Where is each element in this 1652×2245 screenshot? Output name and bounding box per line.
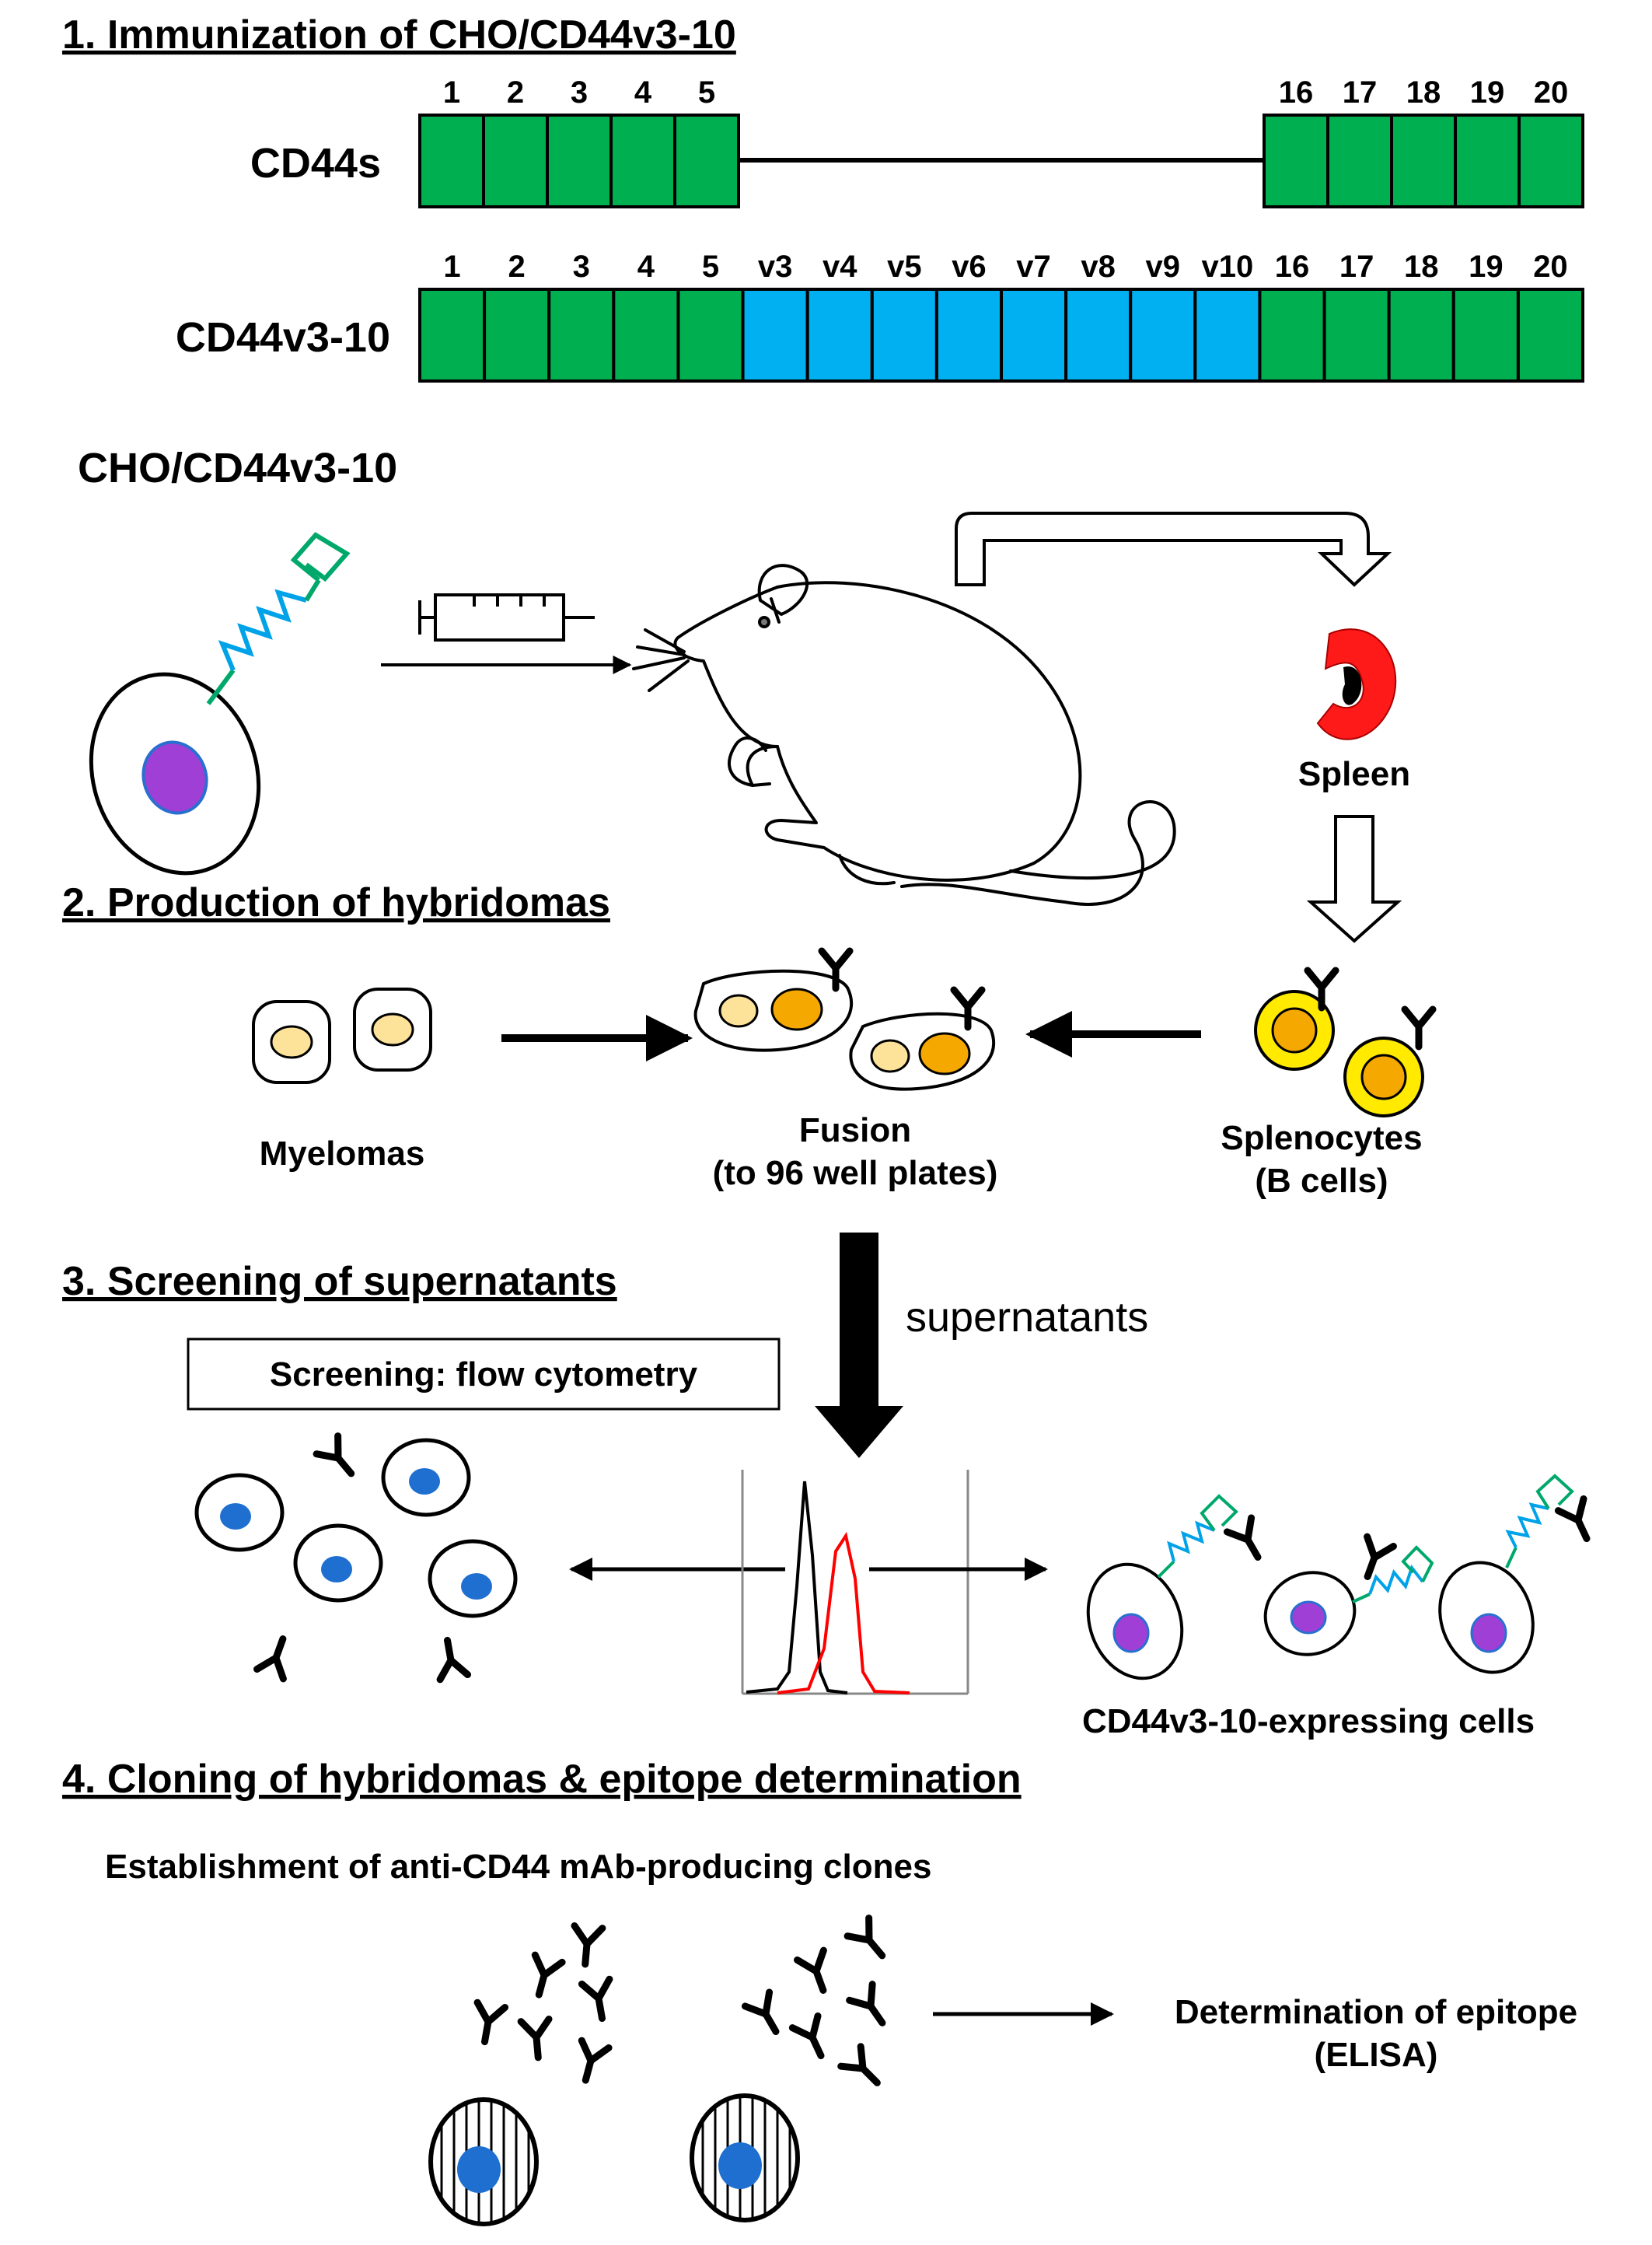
fusion-label-1: Fusion bbox=[799, 1111, 911, 1149]
supernatant-arrow bbox=[815, 1233, 903, 1458]
exon-box-16 bbox=[1263, 114, 1329, 208]
splenocytes-label-1: Splenocytes bbox=[1221, 1119, 1422, 1157]
syringe-icon bbox=[418, 593, 595, 642]
exon-box-v5 bbox=[870, 288, 938, 383]
exon-box-20 bbox=[1518, 114, 1584, 208]
exon-box-5 bbox=[673, 114, 740, 208]
exon-box-v6 bbox=[934, 288, 1004, 383]
exon-label-v7: v7 bbox=[1016, 250, 1051, 284]
exon-label-v6: v6 bbox=[952, 250, 987, 284]
epitope-label-2: (ELISA) bbox=[1315, 2036, 1438, 2074]
splenocyte-cells bbox=[1254, 970, 1433, 1117]
establishment-label: Establishment of anti-CD44 mAb-producing… bbox=[105, 1848, 931, 1886]
exon-box-1 bbox=[418, 114, 485, 208]
glycan-icon bbox=[290, 532, 351, 582]
fusion-label-2: (to 96 well plates) bbox=[713, 1154, 998, 1192]
exon-label-1: 1 bbox=[443, 75, 460, 110]
exon-label-3: 3 bbox=[571, 75, 588, 110]
exon-label-20: 20 bbox=[1534, 75, 1569, 110]
exon-box-v9 bbox=[1129, 288, 1197, 383]
exon-box-18 bbox=[1390, 114, 1457, 208]
exon-label-17: 17 bbox=[1343, 75, 1378, 110]
exon-box-17 bbox=[1326, 114, 1393, 208]
exon-label-16: 16 bbox=[1279, 75, 1314, 110]
hybridoma-clones bbox=[428, 1918, 894, 2226]
exon-box-2 bbox=[483, 288, 551, 383]
exon-box-18 bbox=[1387, 288, 1455, 383]
exon-label-2: 2 bbox=[507, 75, 524, 110]
exon-box-20 bbox=[1516, 288, 1585, 383]
cd44-zigzag bbox=[218, 589, 307, 672]
exon-label-4: 4 bbox=[637, 250, 655, 284]
exon-label-1: 1 bbox=[443, 250, 460, 284]
exon-label-v4: v4 bbox=[823, 250, 857, 284]
screening-box bbox=[187, 1338, 781, 1411]
exon-label-18: 18 bbox=[1404, 250, 1439, 284]
spleen-label: Spleen bbox=[1298, 755, 1410, 793]
expressing-cells-label: CD44v3-10-expressing cells bbox=[1082, 1702, 1535, 1740]
section-4-heading: 4. Cloning of hybridomas & epitope deter… bbox=[62, 1757, 1022, 1802]
exon-label-v8: v8 bbox=[1081, 250, 1116, 284]
section-1-heading: 1. Immunization of CHO/CD44v3-10 bbox=[62, 12, 736, 58]
exon-label-16: 16 bbox=[1275, 250, 1310, 284]
epitope-label-1: Determination of epitope bbox=[1175, 1993, 1577, 2031]
cd44v3-10-exon-row: 1 2 3 4 5 v3 v4 v5 v6 v7 v8 v9 v10 16 17 18 19 20 bbox=[418, 250, 1585, 383]
exon-label-v3: v3 bbox=[758, 250, 793, 284]
expressing-cells bbox=[1086, 1474, 1599, 1680]
exon-label-5: 5 bbox=[702, 250, 719, 284]
exon-box-v7 bbox=[1000, 288, 1068, 383]
section-2-heading: 2. Production of hybridomas bbox=[62, 880, 610, 925]
exon-label-19: 19 bbox=[1470, 75, 1505, 110]
exon-box-17 bbox=[1322, 288, 1391, 383]
exon-label-2: 2 bbox=[508, 250, 526, 284]
exon-label-17: 17 bbox=[1339, 250, 1374, 284]
exon-box-16 bbox=[1258, 288, 1326, 383]
exon-box-v8 bbox=[1064, 288, 1133, 383]
exon-box-19 bbox=[1451, 288, 1520, 383]
exon-label-20: 20 bbox=[1533, 250, 1568, 284]
curved-arrow bbox=[955, 512, 1392, 587]
exon-label-v10: v10 bbox=[1202, 250, 1254, 284]
exon-box-3 bbox=[547, 288, 616, 383]
exon-label-18: 18 bbox=[1406, 75, 1441, 110]
spleen-icon bbox=[1316, 628, 1397, 740]
exon-box-4 bbox=[612, 288, 680, 383]
exon-box-2 bbox=[482, 114, 549, 208]
negative-cells bbox=[194, 1436, 518, 1680]
exon-box-v3 bbox=[741, 288, 809, 383]
exon-box-v10 bbox=[1193, 288, 1262, 383]
cd44s-exon-row: 1 2 3 4 5 16 17 18 19 20 bbox=[418, 75, 1584, 208]
row-label-cd44s: CD44s bbox=[250, 140, 381, 187]
exon-label-v9: v9 bbox=[1146, 250, 1181, 284]
myelomas-label: Myelomas bbox=[260, 1135, 425, 1173]
fusion-cells bbox=[693, 951, 996, 1091]
section-3-heading: 3. Screening of supernatants bbox=[62, 1259, 617, 1304]
mouse-icon bbox=[632, 564, 1176, 906]
row-label-cd44v3-10: CD44v3-10 bbox=[176, 314, 390, 361]
exon-box-1 bbox=[418, 288, 487, 383]
exon-label-3: 3 bbox=[573, 250, 590, 284]
exon-box-5 bbox=[676, 288, 745, 383]
cell-line-label: CHO/CD44v3-10 bbox=[78, 445, 397, 491]
down-outline-arrow bbox=[1306, 815, 1402, 943]
exon-box-19 bbox=[1454, 114, 1521, 208]
exon-label-v5: v5 bbox=[887, 250, 922, 284]
screening-box-label: Screening: flow cytometry bbox=[270, 1355, 698, 1394]
exon-box-4 bbox=[609, 114, 676, 208]
exon-box-v4 bbox=[805, 288, 874, 383]
exon-label-19: 19 bbox=[1469, 250, 1504, 284]
exon-box-3 bbox=[546, 114, 613, 208]
cho-cell bbox=[89, 532, 351, 876]
myeloma-cells bbox=[252, 988, 432, 1084]
exon-label-4: 4 bbox=[634, 75, 652, 110]
histogram bbox=[741, 1470, 969, 1695]
cell-nucleus bbox=[141, 740, 208, 815]
exon-label-5: 5 bbox=[698, 75, 715, 110]
supernatants-label: supernatants bbox=[906, 1294, 1148, 1341]
splenocytes-label-2: (B cells) bbox=[1255, 1162, 1388, 1200]
